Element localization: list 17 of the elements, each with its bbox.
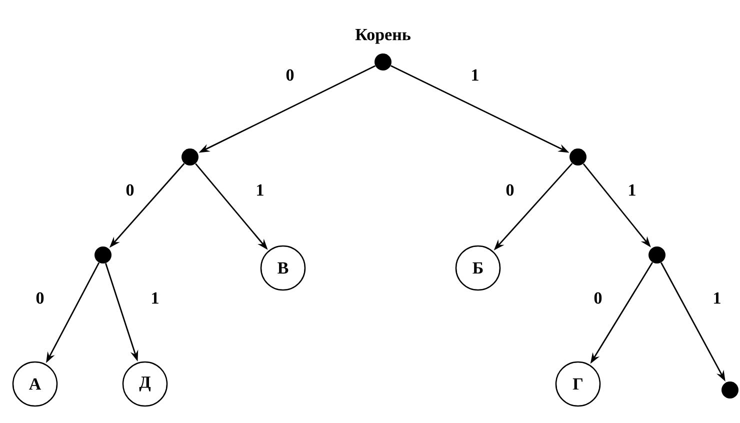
edge-label: 1 xyxy=(254,183,266,197)
edge-label: 1 xyxy=(626,183,638,197)
edge-label: 1 xyxy=(150,291,160,305)
edge-label: 0 xyxy=(284,68,296,82)
tree-dot xyxy=(94,246,112,264)
edge-label: 0 xyxy=(592,291,604,305)
tree-dot xyxy=(722,381,738,398)
tree-dot xyxy=(182,148,198,166)
tree-dot xyxy=(648,246,666,264)
tree-dot xyxy=(374,54,392,70)
edge-label: 1 xyxy=(712,291,722,305)
edge-label: 0 xyxy=(34,291,46,305)
edge-label: 1 xyxy=(470,68,480,82)
node-caption: Корень xyxy=(355,29,410,44)
tree-dot xyxy=(570,148,586,166)
edge-label: 0 xyxy=(504,183,516,197)
edge-label: 0 xyxy=(124,183,136,197)
